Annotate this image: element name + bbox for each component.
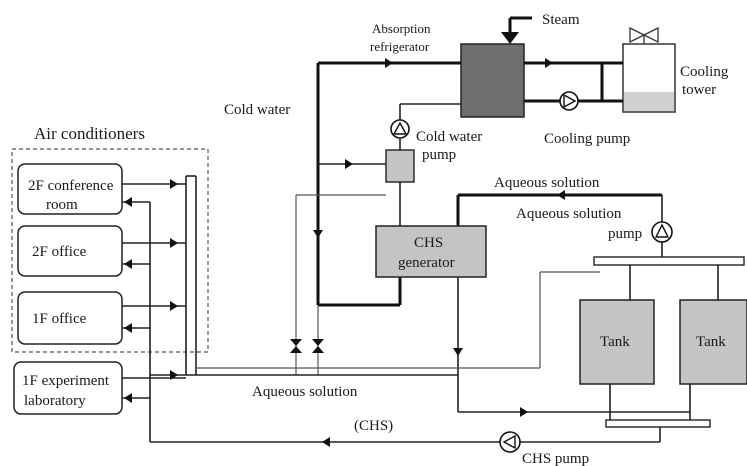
aqueous-solution-pump-label-line2: pump — [608, 226, 642, 242]
steam-inlet — [501, 16, 532, 44]
absorption-refrigerator-label-line1: Absorption — [372, 21, 431, 36]
conference-room-unit — [17, 163, 123, 215]
chs-pump-icon — [499, 431, 521, 453]
chs-generator — [375, 225, 487, 278]
experiment-lab-unit — [13, 361, 123, 415]
cold-water-label: Cold water — [224, 102, 290, 118]
chs-generator-label-line1: CHS — [414, 235, 443, 251]
tank-left-label: Tank — [600, 334, 630, 350]
aqueous-solution-pump-label-line1: Aqueous solution — [516, 206, 622, 222]
cold-water-pipes — [295, 58, 461, 375]
cooling-water-pipes — [524, 58, 623, 103]
experiment-lab-label-line1: 1F experiment — [22, 373, 110, 389]
absorption-refrigerator — [460, 43, 525, 118]
valve-right-icon — [312, 339, 324, 353]
chs-generator-label-line2: generator — [398, 255, 455, 271]
air-conditioners-title: Air conditioners — [34, 124, 145, 143]
tank-right — [679, 299, 747, 385]
air-conditioner-pipes — [122, 175, 197, 442]
office-2f-unit — [17, 225, 123, 277]
chs-pipes — [150, 427, 661, 447]
cooling-tower-label-line1: Cooling — [680, 64, 729, 80]
steam-label: Steam — [542, 12, 580, 28]
cold-water-pump-label-line1: Cold water — [416, 129, 482, 145]
cooling-tower-label-line2: tower — [682, 82, 716, 98]
tank-right-label: Tank — [696, 334, 726, 350]
conference-room-label-line1: 2F conference — [28, 178, 114, 194]
valve-left-icon — [290, 339, 302, 353]
air-conditioners-group — [11, 148, 209, 353]
aqueous-solution-pump-icon — [651, 221, 673, 243]
heat-exchanger — [385, 149, 415, 183]
absorption-refrigerator-label-line2: refrigerator — [370, 39, 430, 54]
aqueous-solution-top-label: Aqueous solution — [494, 175, 600, 191]
cooling-tower — [622, 26, 676, 113]
office-2f-label: 2F office — [32, 244, 87, 260]
chs-label: (CHS) — [354, 418, 393, 434]
cold-water-pump-label-line2: pump — [422, 147, 456, 163]
cold-water-pump-icon — [390, 119, 410, 139]
cooling-pump-icon — [559, 91, 579, 111]
conference-room-label-line2: room — [46, 197, 78, 213]
experiment-lab-label-line2: laboratory — [24, 393, 86, 409]
aqueous-solution-pipes — [196, 190, 690, 417]
office-1f-unit — [17, 291, 123, 345]
tank-left — [579, 299, 655, 385]
office-1f-label: 1F office — [32, 311, 87, 327]
aqueous-solution-bottom-label: Aqueous solution — [252, 384, 358, 400]
chs-pump-label: CHS pump — [522, 451, 589, 466]
tank-manifold — [593, 256, 745, 428]
cooling-pump-label: Cooling pump — [544, 131, 630, 147]
